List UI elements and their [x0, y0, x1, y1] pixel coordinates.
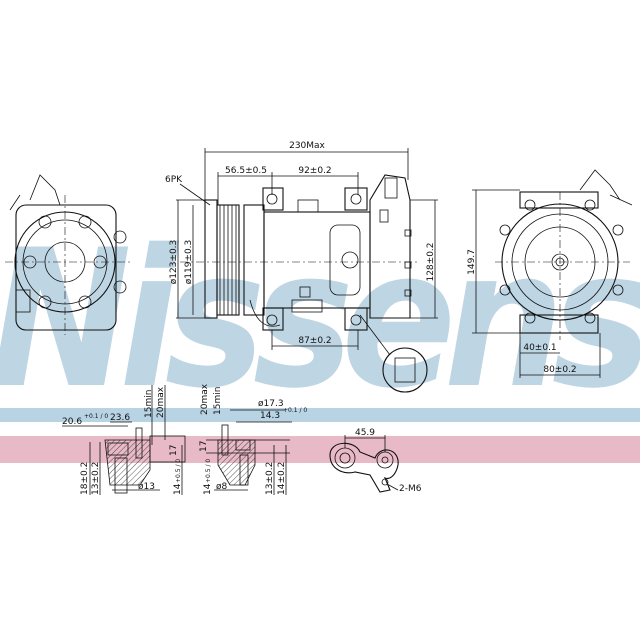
rear-view-dimensions: 149.7 40±0.1 80±0.2: [467, 189, 601, 378]
dim-rear-width: 80±0.2: [543, 365, 576, 375]
dim-port2-h2: 13±0.2: [265, 462, 275, 495]
blue-band: [0, 408, 640, 422]
dim-port2-depth: 17: [199, 441, 209, 452]
dim-port2-h1: 14: [203, 483, 213, 495]
label-thread: 2-M6: [399, 484, 422, 494]
dim-port1-h2: 13±0.2: [91, 462, 101, 495]
dim-rear-half-width: 40±0.1: [523, 343, 556, 353]
dim-port1-a: 20.6: [62, 417, 82, 427]
dim-port2-min: 15min: [213, 387, 223, 415]
dim-port1-min: 15min: [144, 390, 154, 418]
pink-band: [0, 436, 640, 463]
flange-detail: 45.9 2-M6: [329, 428, 422, 494]
dim-mount-spacing-bottom: 87±0.2: [298, 336, 331, 346]
dim-port1-a-tol: +0.1 / 0: [84, 413, 108, 420]
dim-port2-max: 20max: [200, 383, 210, 415]
dim-port1-depth: 17: [169, 445, 179, 456]
dim-port1-dia: ø13: [138, 482, 155, 492]
dim-overall-length: 230Max: [289, 141, 325, 151]
dim-port1-h1: 18±0.2: [80, 462, 90, 495]
nissens-watermark: Nissens: [0, 209, 640, 430]
dim-pulley-outer-dia: ø123±0.3: [169, 240, 179, 285]
dim-port1-max: 20max: [156, 386, 166, 418]
dim-port1-b: 23.6: [110, 413, 130, 423]
dim-pulley-to-mount: 56.5±0.5: [225, 166, 267, 176]
label-belt-6pk: 6PK: [165, 175, 183, 185]
side-view-dimensions: 230Max 56.5±0.5 92±0.2 6PK ø123±0.3 ø119…: [165, 141, 438, 350]
port-detail-2: 20max 15min ø17.3 14.3 +0.1 / 0 17 14 +0…: [199, 383, 307, 495]
port-detail-1: 20.6 +0.1 / 0 23.6 15min 20max 17 18±0.2…: [62, 385, 186, 495]
dim-port1-h3: 14: [173, 483, 183, 495]
front-view: [5, 174, 130, 335]
dim-flange-spacing: 45.9: [355, 428, 375, 438]
dim-port2-dia-outer: ø17.3: [258, 399, 284, 409]
dim-port1-h3-tol: +0.5 / 0: [175, 459, 182, 483]
dim-port2-dia-inner: 14.3: [260, 411, 280, 421]
dim-rear-height: 149.7: [467, 249, 477, 275]
side-view: [180, 174, 428, 393]
dim-port2-h1-tol: +0.5 / 0: [205, 459, 212, 483]
dim-port2-h3: 14±0.2: [277, 462, 287, 495]
rear-view: [495, 169, 633, 340]
dim-mount-spacing-top: 92±0.2: [298, 166, 331, 176]
dim-port2-dia-inner-tol: +0.1 / 0: [283, 407, 307, 414]
dim-port2-dia: ø8: [216, 482, 228, 492]
dim-height: 128±0.2: [426, 242, 436, 281]
dim-pulley-inner-dia: ø119±0.3: [184, 240, 194, 285]
